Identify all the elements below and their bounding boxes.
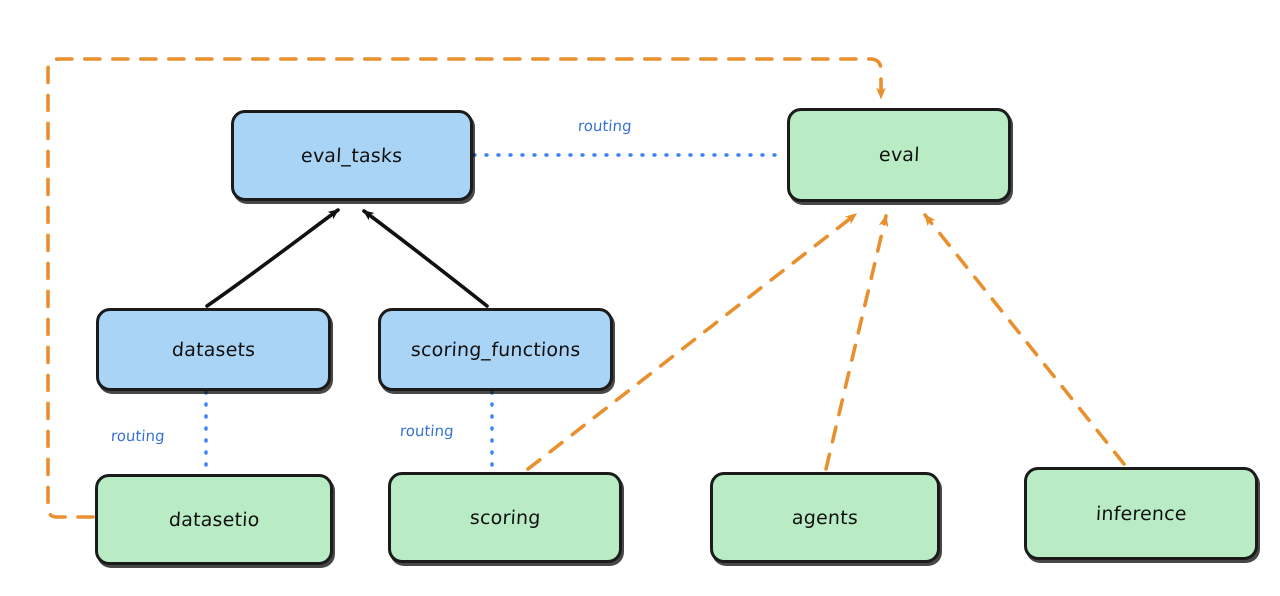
node-label-scoring: scoring	[469, 506, 541, 529]
node-scoring-functions[interactable]: scoring_functions	[378, 308, 613, 391]
node-datasetio[interactable]: datasetio	[95, 474, 333, 565]
node-datasets[interactable]: datasets	[96, 308, 331, 391]
edge-agents-to-eval	[824, 214, 889, 471]
node-scoring[interactable]: scoring	[388, 472, 622, 563]
node-label-eval: eval	[878, 144, 920, 166]
edge-datasetio-to-eval	[46, 57, 886, 519]
node-label-datasets: datasets	[171, 338, 256, 361]
node-agents[interactable]: agents	[710, 472, 940, 563]
node-eval-tasks[interactable]: eval_tasks	[231, 110, 473, 201]
node-label-eval-tasks: eval_tasks	[300, 144, 404, 167]
edge-scoring-functions-to-eval-tasks	[362, 209, 489, 308]
edge-label-routing-eval-tasks: routing	[577, 117, 633, 135]
edge-datasets-to-eval-tasks	[205, 208, 340, 308]
node-label-inference: inference	[1095, 502, 1187, 525]
node-eval[interactable]: eval	[787, 108, 1011, 202]
node-inference[interactable]: inference	[1024, 467, 1258, 560]
node-label-scoring-functions: scoring_functions	[410, 338, 581, 361]
edge-inference-to-eval	[923, 213, 1126, 466]
edge-label-routing-datasets: routing	[110, 427, 166, 445]
edge-label-routing-scoring-functions: routing	[399, 422, 455, 440]
node-label-datasetio: datasetio	[168, 508, 260, 531]
edge-scoring-to-eval	[526, 212, 858, 471]
node-label-agents: agents	[791, 506, 859, 529]
